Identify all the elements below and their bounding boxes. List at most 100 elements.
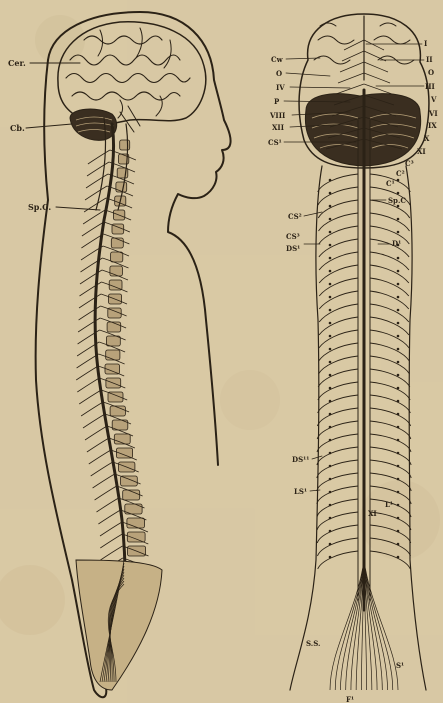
- ganglion: [329, 374, 332, 377]
- label-xi-lower: XI: [368, 509, 377, 518]
- label-cs2: CS²: [288, 212, 302, 221]
- label-spc: Sp.C: [388, 196, 406, 205]
- ganglion: [397, 257, 400, 260]
- ganglion: [329, 231, 332, 234]
- ganglion: [329, 530, 332, 533]
- label-l1: L¹: [385, 500, 393, 509]
- ganglion: [397, 543, 400, 546]
- ganglion: [329, 361, 332, 364]
- vertebra: [107, 322, 121, 332]
- ganglion: [397, 322, 400, 325]
- ganglion: [329, 270, 332, 273]
- ganglion: [397, 387, 400, 390]
- ganglion: [329, 296, 332, 299]
- ganglion: [329, 413, 332, 416]
- ganglion: [329, 400, 332, 403]
- ganglion: [397, 231, 400, 234]
- ganglion: [397, 296, 400, 299]
- label-p: P: [274, 97, 280, 106]
- label-iii: III: [425, 82, 435, 91]
- ganglion: [397, 413, 400, 416]
- label-spinal-cord: Sp.C.: [28, 202, 51, 212]
- ganglion: [397, 270, 400, 273]
- vertebra: [121, 476, 138, 486]
- ganglion: [329, 452, 332, 455]
- label-cw: Cw: [271, 55, 284, 64]
- ganglion: [329, 244, 332, 247]
- ganglion: [329, 218, 332, 221]
- ganglion: [329, 504, 332, 507]
- label-f1: F¹: [346, 695, 354, 703]
- label-d1: D¹: [392, 239, 401, 248]
- vertebra: [120, 140, 130, 150]
- ganglion: [397, 283, 400, 286]
- ganglion: [329, 517, 332, 520]
- label-vi: VI: [428, 109, 438, 118]
- vertebra: [111, 252, 123, 262]
- ganglion: [329, 257, 332, 260]
- ganglion: [397, 530, 400, 533]
- vertebra: [106, 336, 120, 346]
- label-cerebrum: Cer.: [8, 58, 26, 68]
- label-ix: IX: [428, 121, 437, 130]
- ganglion: [397, 361, 400, 364]
- label-viii: VIII: [269, 111, 285, 120]
- label-c2: C²: [396, 169, 405, 178]
- ganglion: [329, 348, 332, 351]
- ganglion: [397, 439, 400, 442]
- ganglion: [329, 556, 332, 559]
- ganglion: [329, 439, 332, 442]
- ganglion: [329, 205, 332, 208]
- ganglion: [397, 374, 400, 377]
- ganglion: [397, 400, 400, 403]
- ganglion: [397, 218, 400, 221]
- label-c3: C³: [405, 159, 414, 168]
- ganglion: [397, 335, 400, 338]
- label-o-right: O: [428, 68, 434, 77]
- ganglion: [329, 335, 332, 338]
- label-c1: C¹: [386, 179, 395, 188]
- label-cs3: CS³: [286, 232, 300, 241]
- label-x: X: [424, 134, 430, 143]
- ganglion: [329, 478, 332, 481]
- ganglion: [397, 517, 400, 520]
- ganglion: [329, 309, 332, 312]
- ganglion: [329, 491, 332, 494]
- label-ds11: DS¹¹: [292, 455, 309, 464]
- label-iv: IV: [276, 83, 285, 92]
- vertebra: [116, 182, 127, 192]
- ganglion: [397, 504, 400, 507]
- vertebra: [127, 518, 145, 528]
- ganglion: [397, 491, 400, 494]
- ganglion: [397, 478, 400, 481]
- vertebra: [110, 266, 123, 276]
- ganglion: [329, 543, 332, 546]
- label-xii: XII: [272, 123, 284, 132]
- ganglion: [397, 309, 400, 312]
- ganglion: [329, 179, 332, 182]
- label-ii: II: [426, 55, 433, 64]
- vertebra: [111, 238, 123, 248]
- label-ds1: DS¹: [286, 244, 300, 253]
- ganglion: [329, 283, 332, 286]
- ganglion: [329, 426, 332, 429]
- ganglion: [397, 556, 400, 559]
- ganglion: [329, 465, 332, 468]
- ganglion: [329, 387, 332, 390]
- label-cs1: CS¹: [268, 138, 282, 147]
- ganglion: [397, 179, 400, 182]
- label-ls1: LS¹: [294, 487, 307, 496]
- ganglion: [397, 348, 400, 351]
- ganglion: [329, 192, 332, 195]
- ganglion: [397, 205, 400, 208]
- ganglion: [397, 465, 400, 468]
- label-cerebellum: Cb.: [10, 123, 25, 133]
- label-s1: S¹: [396, 661, 404, 670]
- label-xi: XI: [417, 147, 426, 156]
- ganglion: [397, 426, 400, 429]
- label-o-left: O: [276, 69, 282, 78]
- vertebra: [106, 350, 120, 360]
- ganglion: [329, 322, 332, 325]
- label-ss: S.S.: [306, 639, 321, 648]
